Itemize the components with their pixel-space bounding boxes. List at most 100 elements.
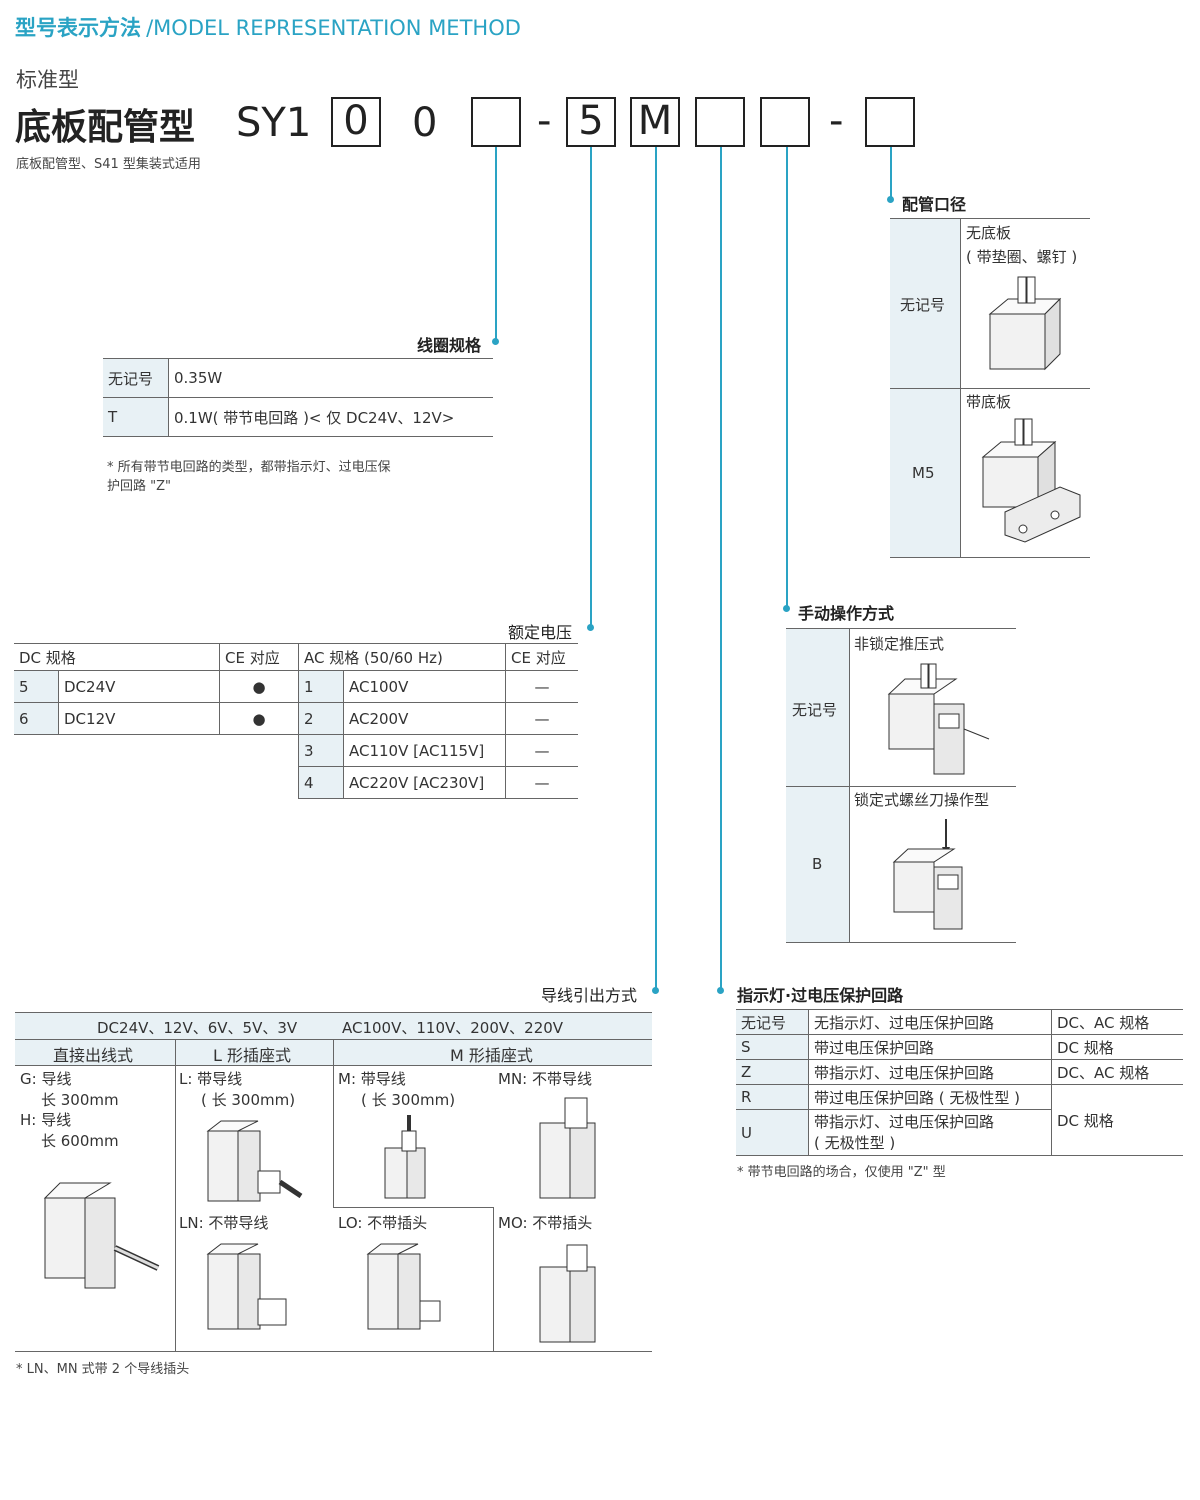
dc-value: DC12V: [58, 702, 220, 735]
indicator-code: U: [736, 1109, 809, 1156]
voltage-header-row: DC 规格 CE 对应 AC 规格 (50/60 Hz) CE 对应: [14, 643, 578, 671]
model-box-manual: [760, 97, 810, 147]
connector-wiring-dot: [652, 987, 659, 994]
indicator-spec: DC 规格: [1051, 1034, 1183, 1060]
dc-value: DC24V: [58, 670, 220, 703]
indicator-code: R: [736, 1084, 809, 1110]
model-box-wiring: M: [630, 97, 680, 147]
dc-ce: ●: [219, 702, 299, 735]
ac-code: 4: [298, 766, 344, 799]
wiring-m-line1: M: 带导线: [338, 1070, 406, 1088]
ac-value: AC100V: [343, 670, 506, 703]
title-en: /MODEL REPRESENTATION METHOD: [146, 16, 521, 40]
wiring-mn: MN: 不带导线: [498, 1070, 592, 1088]
ac-code: 2: [298, 702, 344, 735]
indicator-desc: 带指示灯、过电压保护回路: [814, 1112, 995, 1131]
ac-value: AC110V [AC115V]: [343, 734, 506, 767]
model-prefix: SY1: [236, 100, 312, 146]
connector-manual: [786, 147, 788, 609]
connector-voltage: [590, 147, 592, 627]
model-plain-0: 0: [412, 100, 438, 146]
valve-no-base-image: [988, 276, 1062, 371]
l-plug-with-lead-image: [206, 1120, 303, 1202]
connector-indicator: [720, 147, 722, 990]
wiring-lo: LO: 不带插头: [338, 1214, 428, 1232]
model-dash-1: -: [537, 98, 552, 144]
dc-header: DC 规格: [14, 643, 220, 671]
model-dash-2: -: [829, 98, 844, 144]
wiring-ln: LN: 不带导线: [179, 1214, 269, 1232]
model-box-port: [865, 97, 915, 147]
wiring-voltage-ac: AC100V、110V、200V、220V: [342, 1019, 564, 1037]
ac-code: 1: [298, 670, 344, 703]
wiring-col1: 直接出线式: [53, 1046, 134, 1065]
indicator-spec: DC、AC 规格: [1051, 1009, 1183, 1035]
indicator-desc: 带过电压保护回路 ( 无极性型 ): [808, 1084, 1052, 1110]
wiring-m-line2: ( 长 300mm): [361, 1091, 456, 1109]
wiring-col2: L 形插座式: [213, 1046, 292, 1065]
indicator-note: * 带节电回路的场合，仅使用 "Z" 型: [737, 1165, 946, 1180]
wiring-h-line2: 长 600mm: [41, 1132, 119, 1150]
wiring-note: * LN、MN 式带 2 个导线插头: [16, 1362, 190, 1377]
connector-port-dot: [887, 196, 894, 203]
indicator-row: R 带过电压保护回路 ( 无极性型 ) DC 规格: [736, 1084, 1183, 1130]
m-plug-with-lead-image: [384, 1115, 426, 1199]
manual-heading: 手动操作方式: [798, 604, 895, 623]
coil-row: 无记号 0.35W: [103, 358, 493, 398]
dc-ce: ●: [219, 670, 299, 703]
coil-row: T 0.1W( 带节电回路 )< 仅 DC24V、12V>: [103, 397, 493, 437]
indicator-desc: 带过电压保护回路: [808, 1034, 1052, 1060]
wiring-table: DC24V、12V、6V、5V、3V AC100V、110V、200V、220V…: [15, 1012, 652, 1352]
direct-wire-valve-image: [43, 1182, 160, 1289]
connector-wiring: [655, 147, 657, 990]
indicator-row: U 带指示灯、过电压保护回路 ( 无极性型 ): [736, 1109, 1183, 1156]
connector-port: [890, 147, 892, 200]
indicator-row: S 带过电压保护回路 DC 规格: [736, 1034, 1183, 1060]
l-plug-no-connector-image: [366, 1243, 441, 1330]
coil-note-line1: * 所有带节电回路的类型，都带指示灯、过电压保: [107, 460, 391, 475]
port-label: 无底板: [966, 224, 1012, 242]
connector-coil-dot: [492, 338, 499, 345]
coil-note-line2: 护回路 "Z": [107, 479, 171, 494]
ac-ce: —: [505, 702, 578, 735]
wiring-g-line1: G: 导线: [20, 1070, 72, 1088]
voltage-row: 4 AC220V [AC230V] —: [14, 766, 578, 799]
manual-table: 无记号 非锁定推压式 B 锁定式螺丝刀操作型: [786, 628, 1016, 943]
indicator-heading: 指示灯·过电压保护回路: [737, 986, 904, 1005]
coil-code: T: [103, 397, 169, 437]
voltage-table: DC 规格 CE 对应 AC 规格 (50/60 Hz) CE 对应 5 DC2…: [14, 643, 578, 799]
model-box-0: 0: [331, 97, 381, 147]
indicator-desc: 带指示灯、过电压保护回路: [808, 1059, 1052, 1085]
coil-note: * 所有带节电回路的类型，都带指示灯、过电压保 护回路 "Z": [107, 458, 391, 496]
wiring-h-line1: H: 导线: [20, 1111, 72, 1129]
wiring-mo: MO: 不带插头: [498, 1214, 593, 1232]
non-locking-push-image: [887, 663, 990, 775]
dc-code: 6: [14, 702, 59, 735]
voltage-row: 6 DC12V ● 2 AC200V —: [14, 702, 578, 735]
model-box-voltage: 5: [566, 97, 616, 147]
header-title: 型号表示方法 /MODEL REPRESENTATION METHOD: [15, 12, 521, 42]
connector-coil: [495, 147, 497, 342]
indicator-code: Z: [736, 1059, 809, 1085]
port-table: 无记号 无底板 ( 带垫圈、螺钉 ) M5 带底板: [890, 218, 1090, 558]
connector-indicator-dot: [717, 987, 724, 994]
wiring-g-line2: 长 300mm: [41, 1091, 119, 1109]
connector-manual-dot: [783, 605, 790, 612]
indicator-table: 无记号 无指示灯、过电压保护回路 DC、AC 规格 S 带过电压保护回路 DC …: [736, 1009, 1183, 1156]
model-box-coil: [471, 97, 521, 147]
manual-code: 无记号: [792, 701, 838, 719]
indicator-desc: 无指示灯、过电压保护回路: [808, 1009, 1052, 1035]
port-code: M5: [912, 464, 935, 482]
title-cn: 型号表示方法: [15, 16, 141, 40]
subtitle: 标准型: [16, 68, 79, 92]
indicator-desc-2: ( 无极性型 ): [814, 1133, 896, 1152]
manual-label: 锁定式螺丝刀操作型: [854, 791, 990, 809]
wiring-heading: 导线引出方式: [541, 986, 638, 1005]
coil-code: 无记号: [103, 358, 169, 398]
ac-header: AC 规格 (50/60 Hz): [298, 643, 506, 671]
wiring-l-line1: L: 带导线: [179, 1070, 243, 1088]
manual-code: B: [812, 855, 823, 873]
connector-voltage-dot: [587, 624, 594, 631]
model-box-indicator: [695, 97, 745, 147]
port-heading: 配管口径: [902, 195, 967, 214]
